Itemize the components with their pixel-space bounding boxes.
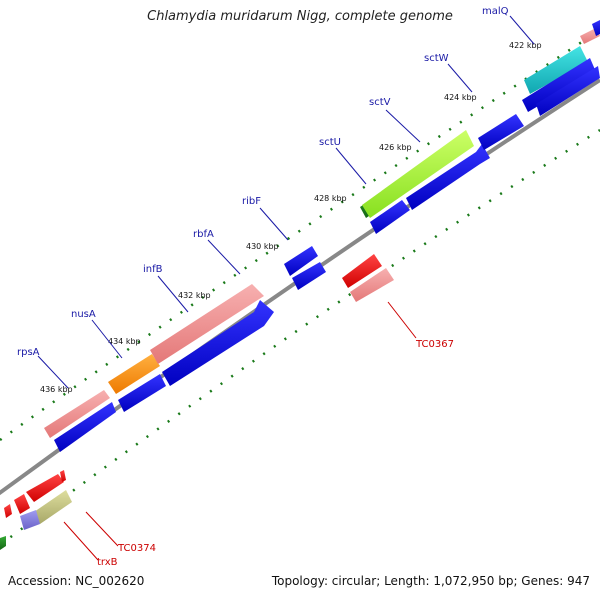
leader-line [447,63,473,93]
forward-gene-arrow[interactable] [162,300,274,386]
leader-line [207,239,241,275]
kbp-label: 422 kbp [509,41,542,50]
leader-line [91,319,123,359]
reverse-gene-arrows [0,254,394,550]
forward-feature-track [44,28,600,438]
leader-line [63,521,99,561]
reverse-gene-arrow[interactable] [342,254,382,288]
reverse-gene-arrow[interactable] [4,504,12,518]
gene-label-rpsa[interactable]: rpsA [17,347,40,358]
gene-label-tc0374[interactable]: TC0374 [117,543,156,554]
reverse-gene-arrow[interactable] [26,474,64,502]
reverse-gene-arrow[interactable] [14,494,30,514]
forward-gene-arrow[interactable] [536,66,600,116]
genome-backbone [0,78,600,496]
kbp-label: 428 kbp [314,194,347,203]
gene-feature[interactable] [150,284,264,364]
kbp-scale: 422 kbp 424 kbp 426 kbp 428 kbp 430 kbp … [40,41,542,394]
leader-line [259,207,289,241]
reverse-gene-arrow[interactable] [0,536,6,550]
reverse-gene-labels: TC0367 TC0374 trxB [97,339,454,568]
forward-gene-labels: malQ sctW sctV sctU ribF rbfA infB nusA … [17,6,509,358]
gene-label-ribf[interactable]: ribF [242,196,261,207]
forward-gene-arrow[interactable] [406,144,490,210]
gene-label-tc0367[interactable]: TC0367 [415,339,454,350]
kbp-label: 430 kbp [246,242,279,251]
leader-line [387,301,417,339]
gene-label-sctu[interactable]: sctU [319,137,341,148]
gene-feature[interactable] [362,130,474,218]
leader-line [509,15,535,45]
gene-feature[interactable] [44,390,110,438]
gene-feature[interactable] [108,354,160,394]
genome-summary-text: Topology: circular; Length: 1,072,950 bp… [271,574,590,588]
kbp-label: 424 kbp [444,93,477,102]
inner-tick-ring [0,128,600,547]
gene-label-trxb[interactable]: trxB [97,557,118,568]
forward-gene-arrows [54,20,600,452]
kbp-label: 426 kbp [379,143,412,152]
reverse-gene-arrow[interactable] [34,490,72,524]
gene-label-rbfa[interactable]: rbfA [193,229,214,240]
gene-label-sctv[interactable]: sctV [369,97,391,108]
forward-gene-arrow[interactable] [478,114,524,150]
reverse-gene-arrow[interactable] [350,268,394,302]
gene-label-infb[interactable]: infB [143,264,163,275]
gene-label-malq[interactable]: malQ [482,6,509,17]
kbp-label: 434 kbp [108,337,141,346]
reverse-gene-arrow[interactable] [60,470,66,482]
gene-label-sctw[interactable]: sctW [424,53,449,64]
map-title: Chlamydia muridarum Nigg, complete genom… [147,9,453,24]
outer-tick-ring [0,28,600,442]
forward-gene-arrow[interactable] [54,402,116,452]
kbp-label: 432 kbp [178,291,211,300]
forward-gene-arrow[interactable] [370,200,410,234]
gene-feature[interactable] [524,46,588,94]
leader-line [157,275,189,313]
forward-gene-arrow[interactable] [592,20,600,36]
forward-gene-arrow[interactable] [522,58,596,112]
forward-label-leaders [37,15,535,389]
accession-text: Accession: NC_002620 [8,574,145,588]
leader-line [85,511,119,547]
reverse-label-leaders [63,301,417,561]
forward-gene-arrow[interactable] [118,374,166,412]
kbp-label: 436 kbp [40,385,73,394]
forward-gene-arrow[interactable] [292,262,326,290]
forward-gene-arrow[interactable] [284,246,318,276]
leader-line [385,109,421,143]
reverse-gene-arrow[interactable] [20,510,40,530]
gene-label-nusa[interactable]: nusA [71,309,96,320]
leader-line [335,147,367,185]
leader-line [37,355,69,389]
